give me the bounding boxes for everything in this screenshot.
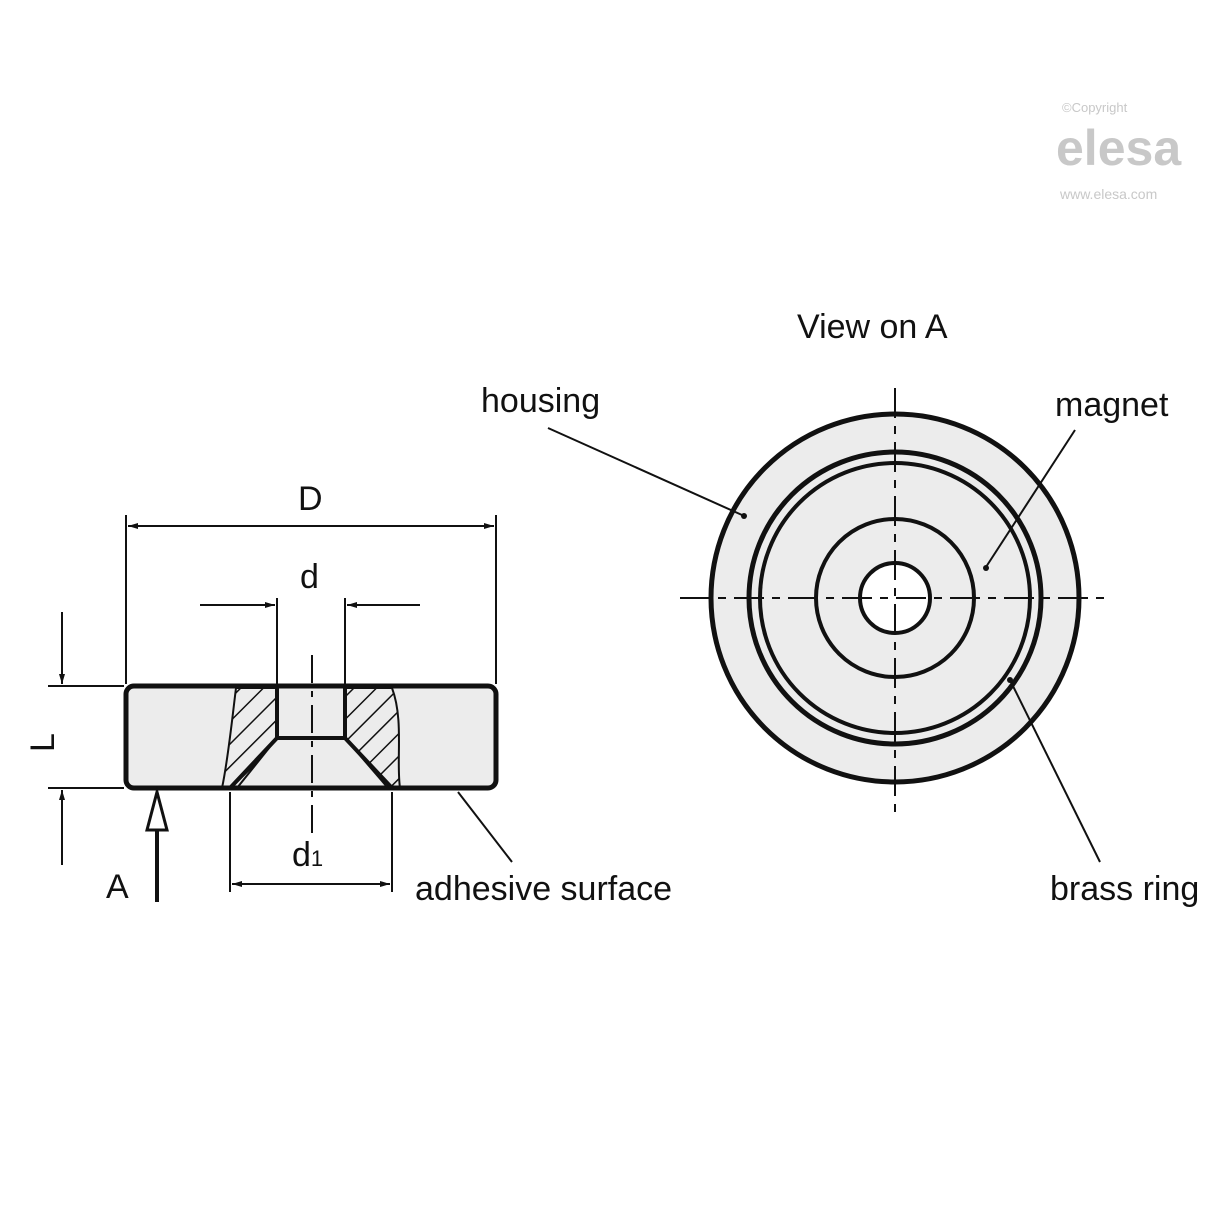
url-text: www.elesa.com [1059,186,1157,202]
label-magnet: magnet [1055,386,1169,424]
copyright-text: ©Copyright [1062,100,1128,115]
section-hatch-left [220,687,278,789]
label-d: d [300,558,319,596]
countersunk-hole [228,688,394,790]
side-view: D d L d1 A adhesive surface [24,480,672,908]
front-view: View on A housing magnet brass ring [481,308,1199,908]
label-L: L [24,733,62,752]
view-title: View on A [797,308,948,346]
section-hatch-right [344,687,402,789]
view-arrow-icon [145,786,169,832]
adhesive-leader [457,791,513,863]
label-d1: d1 [292,836,323,874]
label-housing: housing [481,382,600,420]
brand-text: elesa [1056,120,1182,176]
elesa-logo: ©Copyright elesa www.elesa.com [1056,100,1182,202]
label-A: A [106,868,129,906]
label-adhesive-surface: adhesive surface [415,870,672,908]
label-D: D [298,480,323,518]
label-brass-ring: brass ring [1050,870,1199,908]
